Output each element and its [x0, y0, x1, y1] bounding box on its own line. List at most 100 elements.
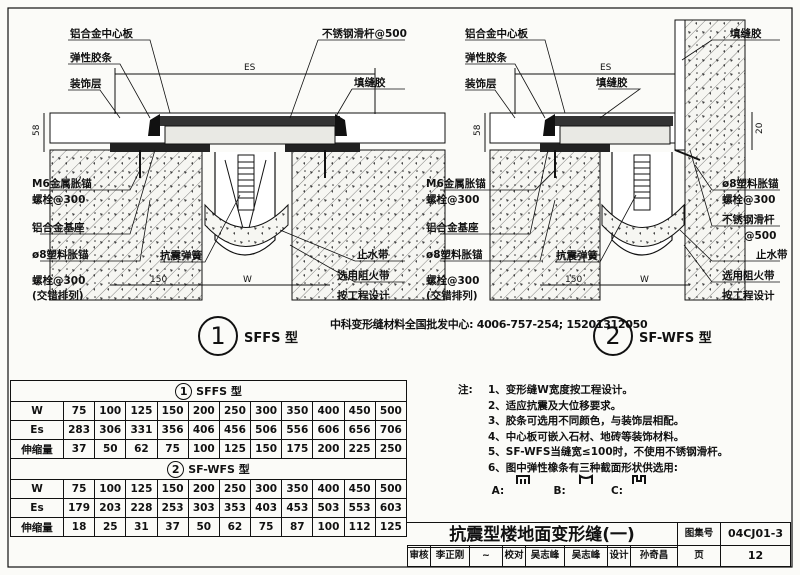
aluminium-base-left [110, 143, 210, 152]
label-slide-bar-spacing: @500 [744, 230, 776, 242]
table-cell: 125 [125, 401, 158, 421]
table-cell: 75 [156, 439, 189, 459]
note-2: 2、适应抗震及大位移要求。 [488, 399, 622, 412]
table-cell: 506 [250, 420, 283, 440]
table-cell: 250 [218, 479, 252, 499]
table-cell: 353 [218, 498, 252, 518]
table-cell: 100 [187, 439, 220, 459]
table-cell: 150 [156, 479, 189, 499]
dim-150: 150 [565, 275, 582, 285]
table-cell: 87 [281, 517, 314, 537]
note-5: 5、SF-WFS当缝宽≤100时，不使用不锈钢滑杆。 [488, 446, 729, 458]
table-cell: 300 [250, 479, 283, 499]
elastic-strip [543, 114, 555, 136]
note-1: 1、变形缝W宽度按工程设计。 [488, 384, 633, 396]
table-cell: 556 [281, 420, 314, 440]
table-cell: 75 [62, 479, 96, 499]
table-title: SFFS 型 [196, 384, 242, 398]
dim-w: W [640, 275, 649, 285]
table-cell: 200 [312, 439, 345, 459]
label-anchor-bolt: M6金属胀锚 [32, 177, 92, 190]
label-filler: 填缝胶 [596, 76, 628, 89]
table-cell: 303 [187, 498, 220, 518]
shape-a-icon [516, 475, 530, 484]
table-cell: 225 [343, 439, 376, 459]
table-cell: 406 [187, 420, 220, 440]
note-4: 4、中心板可嵌入石材、地砖等装饰材料。 [488, 430, 685, 443]
table-cell: 500 [374, 479, 408, 499]
table-cell: 203 [94, 498, 127, 518]
center-plate [160, 116, 340, 126]
table-cell: 253 [156, 498, 189, 518]
label-center-plate: 铝合金中心板 [465, 27, 528, 40]
label-waterstop: 止水带 [357, 248, 389, 261]
es-label: ES [600, 63, 612, 73]
row-label: 伸缩量 [10, 439, 64, 459]
shape-a-label: A: [491, 485, 505, 497]
es-label: ES [244, 63, 256, 73]
table-cell: 150 [156, 401, 189, 421]
label-staggered: (交错排列) [426, 289, 478, 302]
label-waterstop: 止水带 [756, 248, 788, 261]
dim-150: 150 [150, 275, 167, 285]
title-block: 抗震型楼地面变形缝(一) 图集号 04CJ01-3 审核 李正刚 ~ 校对 吴志… [407, 522, 791, 567]
section-2-title: SF-WFS 型 [639, 331, 712, 346]
row-label: Es [10, 420, 64, 440]
label-filler: 填缝胶 [354, 76, 386, 89]
reviewer-signature: ~ [469, 545, 503, 567]
center-plate [555, 116, 673, 126]
table-cell: 100 [94, 401, 127, 421]
designer: 孙奇昌 [630, 545, 678, 567]
table-cell: 331 [125, 420, 158, 440]
row-label: W [10, 401, 64, 421]
atlas-label: 图集号 [677, 522, 721, 546]
note-6: 6、图中弹性橡条有三种截面形状供选用: [488, 461, 679, 474]
table-cell: 403 [250, 498, 283, 518]
label-base: 铝合金基座 [426, 221, 479, 234]
row-label: W [10, 479, 64, 499]
shape-b-label: B: [553, 485, 566, 497]
table-cell: 179 [62, 498, 96, 518]
table-cell: 228 [125, 498, 158, 518]
height-20-label: 20 [755, 122, 765, 134]
label-anchor-spacing: 螺栓@300 [32, 193, 85, 206]
height-label: 58 [32, 124, 42, 136]
shape-b-icon [579, 474, 593, 484]
note-3: 3、胶条可选用不同颜色，与装饰层相配。 [488, 415, 685, 427]
row-label: 伸缩量 [10, 517, 64, 537]
label-slide-bar: 不锈钢滑杆@500 [322, 27, 407, 40]
label-elastic-strip: 弹性胶条 [465, 51, 507, 64]
supplier-stamp: 中科变形缝材料全国批发中心: 4006-757-254; 15201312050 [330, 318, 648, 331]
label-anchor-spacing: 螺栓@300 [426, 193, 479, 206]
page-number: 12 [720, 545, 791, 567]
checker: 吴志峰 [525, 545, 565, 567]
table-cell: 350 [281, 401, 314, 421]
notes: 注:1、变形缝W宽度按工程设计。 2、适应抗震及大位移要求。 3、胶条可选用不同… [458, 383, 788, 500]
table-cell: 62 [218, 517, 252, 537]
reviewer: 李正刚 [430, 545, 470, 567]
table-cell: 37 [62, 439, 96, 459]
height-label: 58 [473, 124, 483, 136]
review-label: 审核 [407, 545, 431, 567]
table-cell: 200 [187, 401, 220, 421]
table-cell: 112 [343, 517, 376, 537]
table-cell: 100 [312, 517, 345, 537]
table-cell: 400 [312, 479, 345, 499]
label-base: 铝合金基座 [32, 221, 85, 234]
label-plastic-spacing: 螺栓@300 [426, 274, 479, 287]
table-number: 2 [167, 460, 185, 478]
table-cell: 706 [374, 420, 408, 440]
dim-w: W [243, 275, 252, 285]
label-by-design: 按工程设计 [722, 289, 775, 302]
design-label: 设计 [607, 545, 631, 567]
label-elastic-strip: 弹性胶条 [70, 51, 112, 64]
table-cell: 25 [94, 517, 127, 537]
waterstop [204, 203, 289, 247]
